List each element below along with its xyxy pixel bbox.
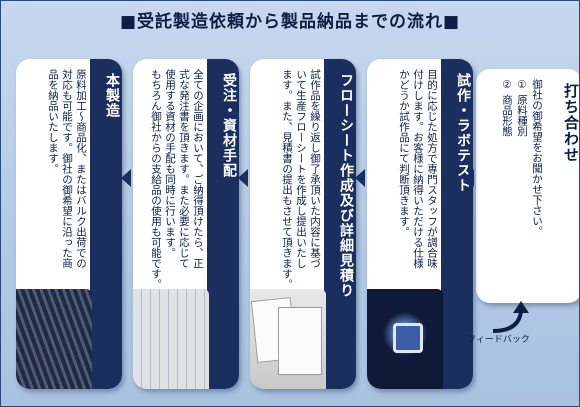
factory-photo [16, 289, 92, 389]
step-heading: 打ち合わせ [550, 69, 579, 303]
step-card-production: 本製造 原料加工～商品化、またはバルク出荷での 対応も可能です。御社の御希望に沿… [16, 59, 122, 389]
step-heading: 試作・ラボテスト [441, 59, 473, 389]
step-heading: 本製造 [90, 59, 122, 389]
step-line: 品を納品いたします。 [47, 69, 59, 174]
step-line: もちろん御社からの支給品の使用も可能です。 [150, 69, 162, 290]
step-line: 式な発注書を頂きます。また必要に応じて [178, 69, 190, 269]
step-body: 御社の御希望をお聞かせ下さい。 ① 原料種別 ② 商品形態 [499, 69, 544, 303]
step-line: 目的に応じた処方で専門スタッフが調合味 [426, 69, 438, 269]
step-card-order: 受注・資材手配 全ての企画において、ご納得頂けたら、正 式な発注書を頂きます。ま… [133, 59, 239, 389]
step-line: 全ての企画において、ご納得頂けたら、正 [192, 69, 204, 269]
step-card-prototype: 試作・ラボテスト 目的に応じた処方で専門スタッフが調合味 付けします。お客様に納… [367, 59, 473, 389]
step-line: かどうか試作品にて判断頂きます。 [398, 69, 410, 237]
step-body: 全ての企画において、ご納得頂けたら、正 式な発注書を頂きます。また必要に応じて … [149, 59, 205, 389]
keyboard-photo [133, 289, 209, 389]
step-heading: 受注・資材手配 [207, 59, 239, 389]
step-body: 原料加工～商品化、またはバルク出荷での 対応も可能です。御社の御希望に沿った商 … [46, 59, 88, 389]
document-icon [278, 307, 322, 375]
step-line: 使用する資材の手配も同時に行います。 [164, 69, 176, 258]
curved-arrow-up-icon [492, 301, 529, 333]
step-line: いて生産フローシートを作成し提出いたし [295, 69, 307, 269]
feedback-label: フィードバック [467, 335, 530, 345]
step-body: 試作品を繰り返し御了承頂いた内容に基づ いて生産フローシートを作成し提出いたし … [280, 59, 322, 389]
arrow-left-icon [464, 169, 474, 187]
step-line: ます。また、見積書の提出もさせて頂きます。 [281, 69, 293, 290]
lab-photo [367, 289, 443, 389]
step-heading: フローシート作成及び詳細見積り [324, 59, 356, 389]
step-card-consultation: 打ち合わせ 御社の御希望をお聞かせ下さい。 ① 原料種別 ② 商品形態 [476, 69, 579, 303]
step-line: ② 商品形態 [501, 79, 513, 137]
step-line: 原料加工～商品化、またはバルク出荷での [75, 69, 87, 269]
step-card-flowsheet: フローシート作成及び詳細見積り 試作品を繰り返し御了承頂いた内容に基づ いて生産… [250, 59, 356, 389]
page-title: ■受託製造依頼から製品納品までの流れ■ [119, 12, 461, 32]
beaker-icon [393, 323, 423, 353]
arrow-left-icon [355, 169, 365, 187]
step-line: 対応も可能です。御社の御希望に沿った商 [61, 69, 73, 269]
arrow-left-icon [121, 169, 131, 187]
step-body: 目的に応じた処方で専門スタッフが調合味 付けします。お客様に納得いただける仕様 … [397, 59, 439, 389]
step-line: 御社の御希望をお聞かせ下さい。 [531, 79, 543, 237]
step-line: 試作品を繰り返し御了承頂いた内容に基づ [309, 69, 321, 269]
step-line: 付けします。お客様に納得いただける仕様 [412, 69, 424, 269]
documents-photo [250, 289, 326, 389]
arrow-left-icon [238, 169, 248, 187]
step-line: ① 原料種別 [516, 79, 528, 137]
